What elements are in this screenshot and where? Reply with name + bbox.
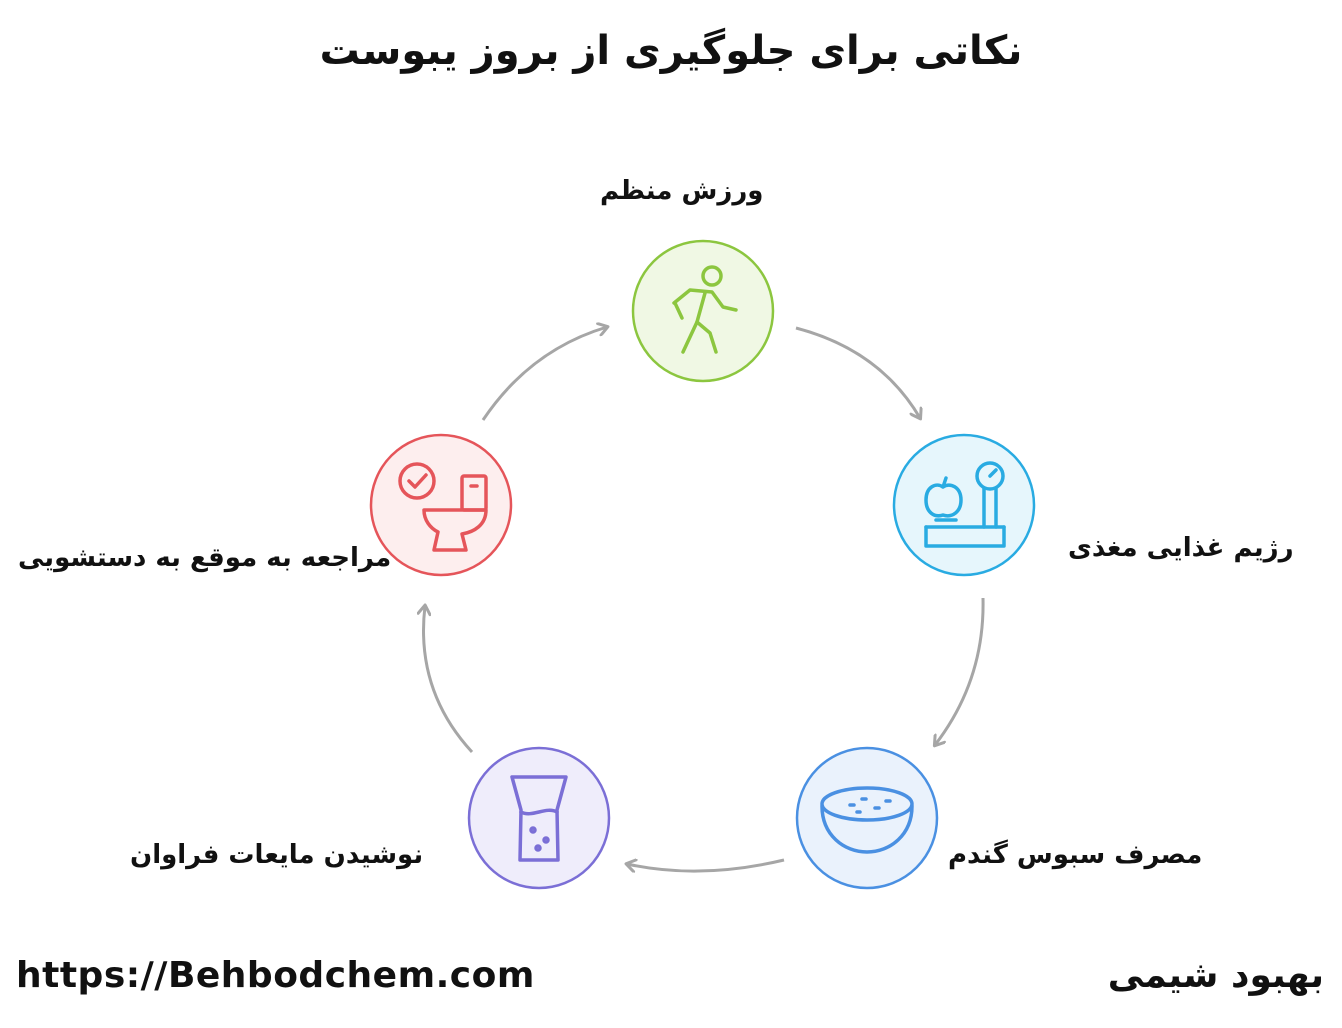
arrow-bran-to-fluids [627, 860, 785, 871]
node-toilet [369, 433, 513, 577]
node-bran [795, 746, 939, 890]
node-fluids [467, 746, 611, 890]
arrow-toilet-to-exercise [481, 327, 607, 421]
node-label-bran: مصرف سبوس گندم [948, 840, 1203, 870]
toilet-check-icon [398, 462, 488, 552]
node-exercise [631, 239, 775, 383]
arrow-fluids-to-toilet [424, 606, 474, 754]
footer-url[interactable]: https://Behbodchem.com [16, 955, 535, 996]
scale-apple-icon [924, 461, 1006, 548]
node-label-toilet: مراجعه به موقع به دستشویی [18, 543, 392, 573]
node-label-fluids: نوشیدن مایعات فراوان [130, 840, 424, 870]
node-diet [892, 433, 1036, 577]
glass-icon [510, 775, 568, 862]
node-label-diet: رژیم غذایی مغذی [1068, 533, 1294, 563]
arrow-diet-to-bran [935, 597, 985, 745]
arrow-exercise-to-diet [795, 326, 920, 418]
footer-brand: بهبود شیمی [1107, 955, 1324, 996]
page-title: نکاتی برای جلوگیری از بروز یبوست [319, 28, 1023, 74]
walking-person-icon [672, 265, 738, 354]
node-label-exercise: ورزش منظم [600, 176, 764, 206]
bowl-icon [820, 786, 914, 854]
